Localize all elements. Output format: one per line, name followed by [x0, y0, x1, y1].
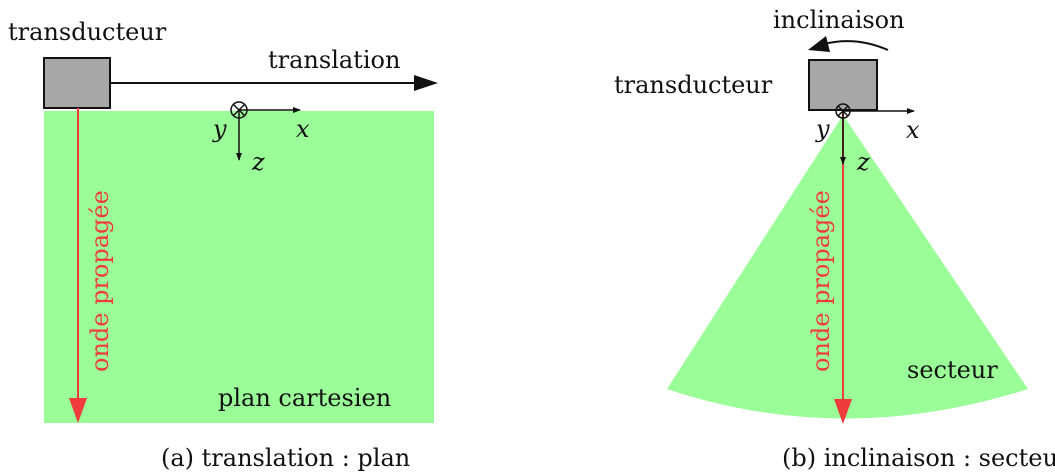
panel-a: transducteur translation onde propagée x… — [8, 18, 438, 472]
transducer-label-b: transducteur — [614, 71, 773, 99]
wave-arrowhead-a — [69, 398, 87, 423]
transducer-label-a: transducteur — [8, 18, 167, 46]
transducer-box-a — [43, 57, 111, 109]
tilt-arrowhead — [808, 36, 830, 52]
wave-label-a: onde propagée — [86, 190, 114, 372]
caption-b: (b) inclinaison : secteur — [782, 444, 1055, 472]
z-axis-label-a: z — [251, 148, 265, 176]
y-axis-label-a: y — [212, 115, 227, 143]
x-axis-label-b: x — [906, 116, 920, 144]
transducer-box-b — [808, 59, 878, 111]
region-label-a: plan cartesien — [218, 384, 391, 412]
tilt-arc-arrow — [823, 40, 889, 51]
caption-a: (a) translation : plan — [161, 444, 410, 472]
axes-a: x y z — [212, 101, 310, 176]
cartesian-plane-region — [44, 111, 434, 423]
wave-arrowhead-b — [834, 399, 852, 424]
sector-region — [667, 115, 1028, 419]
region-label-b: secteur — [907, 356, 998, 384]
translation-arrowhead — [414, 75, 438, 91]
wave-label-b: onde propagée — [807, 190, 835, 372]
z-axis-label-b: z — [856, 148, 870, 176]
panel-b: transducteur inclinaison onde propagée x… — [614, 6, 1055, 472]
translation-label: translation — [268, 46, 400, 74]
tilt-label: inclinaison — [773, 6, 905, 34]
x-axis-label-a: x — [296, 115, 310, 143]
axes-b: x y z — [815, 103, 920, 176]
y-axis-label-b: y — [815, 115, 830, 143]
